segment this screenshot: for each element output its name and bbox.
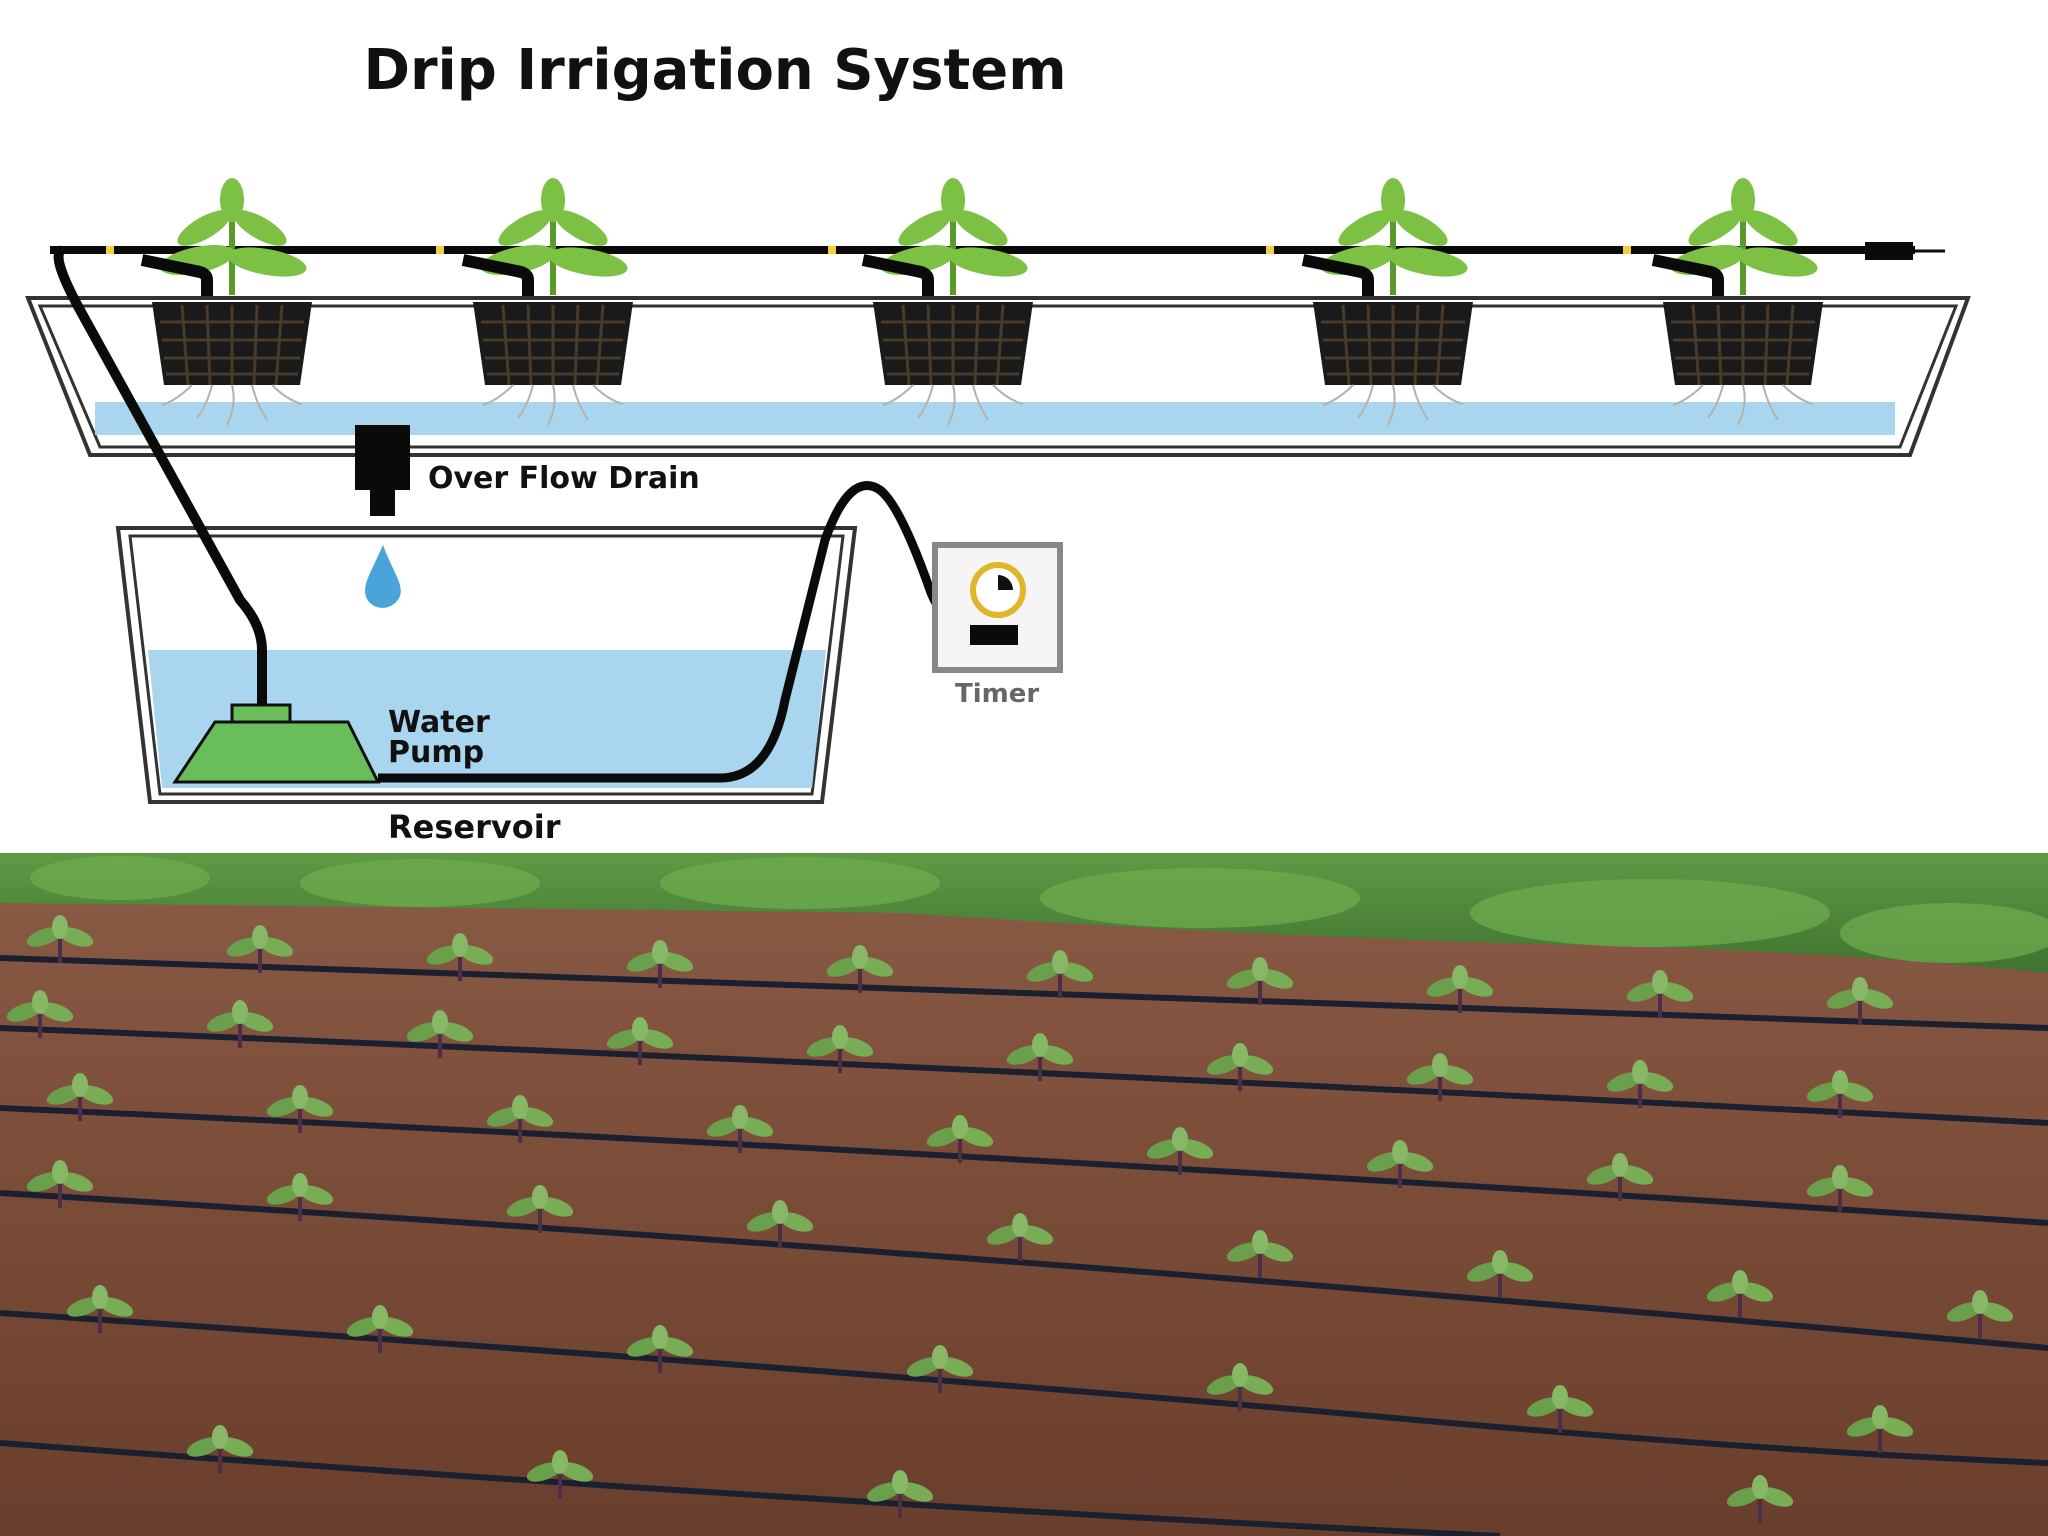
water-pump-label-line1: Water <box>388 705 490 740</box>
page-title: Drip Irrigation System <box>363 38 1067 103</box>
overflow-drain <box>355 425 410 516</box>
reservoir-label: Reservoir <box>388 808 561 846</box>
timer-label: Timer <box>955 679 1039 709</box>
pipe-connector-dots <box>106 246 1631 254</box>
water-drop-icon <box>365 545 401 608</box>
water-pump-label-line2: Pump <box>388 735 484 770</box>
overflow-drain-label: Over Flow Drain <box>428 461 700 496</box>
pump-riser-pipe <box>53 245 267 705</box>
field-photo <box>0 853 2048 1536</box>
drip-lines <box>0 955 2048 1536</box>
drip-irrigation-diagram: Over Flow Drain Water Pump Timer Reservo… <box>25 140 1971 846</box>
timer-device <box>932 542 1063 673</box>
